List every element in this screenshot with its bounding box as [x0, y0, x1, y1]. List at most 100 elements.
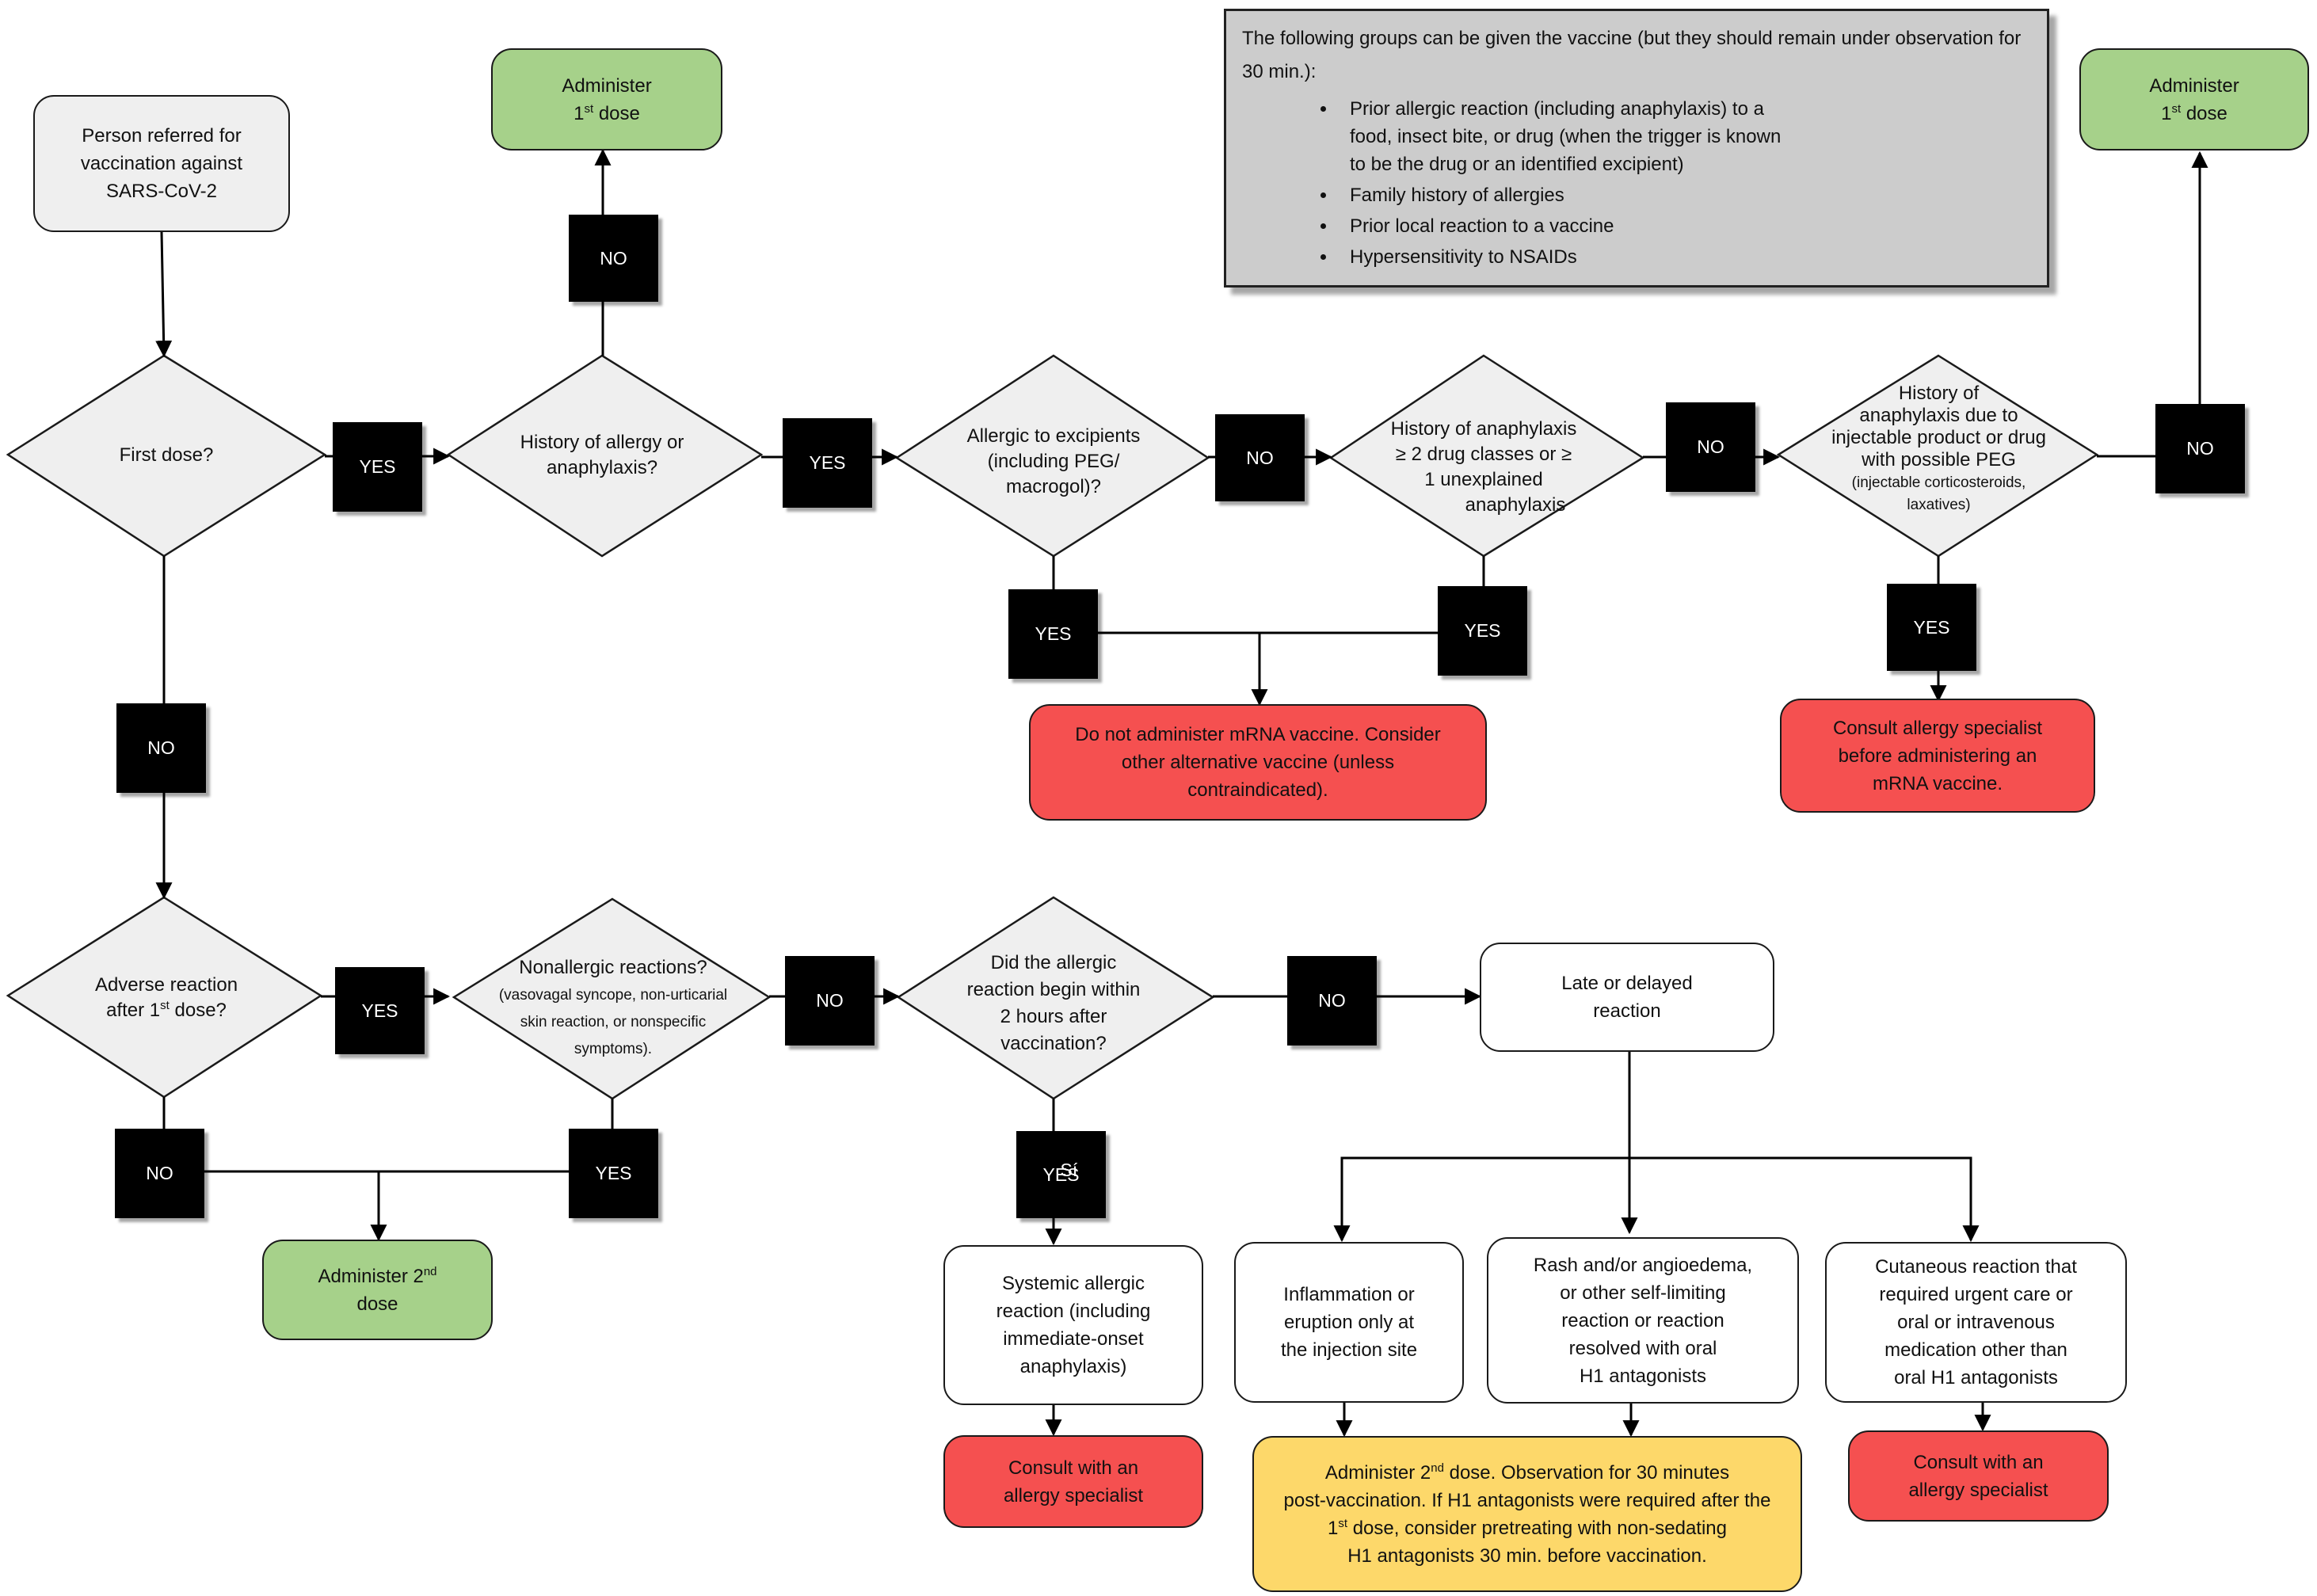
systemic-line: Systemic allergic [1001, 1273, 1145, 1294]
administer-first-dose-right-box: Administer 1st dose [2079, 48, 2309, 150]
history-anaphylaxis-line: ≥ 2 drug classes or ≥ [1395, 444, 1572, 465]
note-intro: The following groups can be given the va… [1242, 28, 2022, 82]
consult-specialist-box: Consult with an allergy specialist [943, 1435, 1203, 1528]
inflammation-line: eruption only at [1283, 1312, 1415, 1333]
adverse-text: after 1 [106, 1000, 161, 1021]
referred-line: SARS-CoV-2 [105, 181, 218, 202]
yes-label-two-hours-text: YES Sí [1042, 1160, 1080, 1186]
yes-label-nonallergic: YES [569, 1129, 658, 1218]
admin-second-text: Administer 2 [318, 1265, 424, 1287]
rash-line: Rash and/or angioedema, [1533, 1254, 1753, 1276]
obs-text: 1 [1328, 1517, 1339, 1539]
rash-line: H1 antagonists [1579, 1365, 1707, 1387]
adverse-text: dose? [169, 1000, 227, 1021]
no-label-nonallergic: NO [785, 956, 875, 1046]
admin-second-line: dose [356, 1293, 398, 1315]
consult-before-line: Consult allergy specialist [1832, 717, 2043, 739]
peg-small-line: (injectable corticosteroids, [1851, 474, 2026, 491]
obs-line: 1st dose, consider pretreating with non-… [1328, 1514, 1727, 1542]
note-item: Prior local reaction to a vaccine [1337, 212, 2031, 240]
history-anaphylaxis-line: History of anaphylaxis [1390, 418, 1577, 440]
first-dose-line: First dose? [119, 444, 214, 466]
rash-line: or other self-limiting [1560, 1282, 1726, 1304]
obs-sup: st [1338, 1516, 1348, 1530]
history-anaphylaxis-line: 1 unexplained [1424, 469, 1543, 490]
do-not-line: other alternative vaccine (unless [1121, 752, 1395, 773]
administer-second-dose-box: Administer 2nd dose [262, 1240, 493, 1340]
yes-label-excipients: YES [1008, 589, 1098, 679]
excipients-line: Allergic to excipients [966, 425, 1141, 447]
no-label-two-hours: NO [1287, 956, 1377, 1046]
history-allergy-question: History of allergy or anaphylaxis? [475, 412, 729, 499]
cutaneous-line: oral H1 antagonists [1894, 1367, 2058, 1388]
obs-text: dose, consider pretreating with non-seda… [1347, 1517, 1727, 1539]
si-overlay-text: Sí [1060, 1159, 1078, 1180]
note-item-text: Prior local reaction to a vaccine [1350, 215, 1614, 237]
consult-specialist-right-line: allergy specialist [1908, 1479, 2048, 1501]
inflammation-line: the injection site [1280, 1339, 1418, 1361]
adverse-line: Adverse reaction [94, 974, 238, 996]
obs-line: H1 antagonists 30 min. before vaccinatio… [1347, 1545, 1707, 1567]
cutaneous-line: Cutaneous reaction that [1875, 1256, 2077, 1278]
two-hours-line: Did the allergic [990, 952, 1117, 973]
no-label-peg: NO [2155, 404, 2245, 493]
note-item: Prior allergic reaction (including anaph… [1337, 95, 2031, 178]
history-allergy-line: History of allergy or [520, 432, 684, 453]
systemic-reaction-box: Systemic allergic reaction (including im… [943, 1245, 1203, 1405]
note-item: Family history of allergies [1337, 181, 2031, 209]
cutaneous-line: oral or intravenous [1897, 1312, 2055, 1333]
nonallergic-line: Nonallergic reactions? [519, 957, 707, 978]
no-label-first-dose: NO [116, 703, 206, 793]
consult-specialist-line: Consult with an [1008, 1457, 1139, 1479]
late-delayed-box: Late or delayed reaction [1480, 943, 1774, 1052]
referred-line: vaccination against [80, 153, 243, 174]
consult-specialist-right-box: Consult with an allergy specialist [1848, 1430, 2109, 1522]
do-not-administer-box: Do not administer mRNA vaccine. Consider… [1029, 704, 1487, 821]
do-not-line: contraindicated). [1187, 779, 1328, 801]
peg-question: History of anaphylaxis due to injectable… [1806, 382, 2071, 516]
rash-box: Rash and/or angioedema, or other self-li… [1487, 1237, 1799, 1404]
note-item-text: Family history of allergies [1350, 185, 1564, 206]
admin-first-right-num: 1 [2161, 102, 2172, 124]
diamond-history-allergy [446, 354, 764, 558]
nonallergic-small-line: symptoms). [574, 1041, 653, 1057]
admin-first-right-sup: st [2171, 101, 2182, 116]
history-allergy-line: anaphylaxis? [546, 457, 658, 478]
cutaneous-box: Cutaneous reaction that required urgent … [1825, 1242, 2127, 1403]
adverse-question: Adverse reaction after 1st dose? [48, 958, 285, 1038]
peg-line: injectable product or drug [1831, 427, 2046, 448]
admin-first-num: 1 [574, 102, 585, 124]
no-label-anaphylaxis: NO [1666, 402, 1755, 492]
rash-line: resolved with oral [1568, 1337, 1717, 1359]
systemic-line: anaphylaxis) [1019, 1356, 1127, 1377]
systemic-line: immediate-onset [1003, 1328, 1144, 1350]
note-item-text: Hypersensitivity to NSAIDs [1350, 246, 1577, 268]
decision-diamonds [6, 354, 2099, 1100]
admin-first-post: dose [593, 102, 640, 124]
admin-first-right-line: Administer [2149, 74, 2239, 97]
admin-first-right-line: 1st dose [2161, 100, 2227, 128]
yes-label-anaphylaxis: YES [1438, 586, 1527, 676]
inflammation-box: Inflammation or eruption only at the inj… [1234, 1242, 1464, 1403]
history-anaphylaxis-line: anaphylaxis [1465, 494, 1566, 516]
obs-text: dose. Observation for 30 minutes [1443, 1461, 1730, 1484]
peg-small-line: laxatives) [1907, 497, 1971, 513]
yes-text: YES [1042, 1164, 1080, 1185]
yes-label-two-hours: YES Sí [1016, 1131, 1106, 1218]
administer-first-dose-box: Administer 1st dose [491, 48, 722, 150]
consult-specialist-line: allergy specialist [1003, 1484, 1144, 1506]
consult-before-line: before administering an [1838, 745, 2037, 767]
obs-text: Administer 2 [1324, 1461, 1431, 1484]
person-referred-box: Person referred for vaccination against … [33, 95, 290, 232]
yes-label-first-dose: YES [333, 422, 422, 512]
obs-line: post-vaccination. If H1 antagonists were… [1283, 1489, 1771, 1511]
consult-specialist-right-line: Consult with an [1913, 1451, 2044, 1473]
administer-second-observation-box: Administer 2nd dose. Observation for 30 … [1252, 1436, 1802, 1592]
admin-second-sup: nd [423, 1264, 437, 1278]
no-label-excipients: NO [1215, 414, 1305, 501]
late-delayed-line: Late or delayed [1561, 973, 1693, 994]
edge-excipients-yes [1052, 556, 1485, 634]
excipients-line: (including PEG/ [987, 451, 1120, 472]
